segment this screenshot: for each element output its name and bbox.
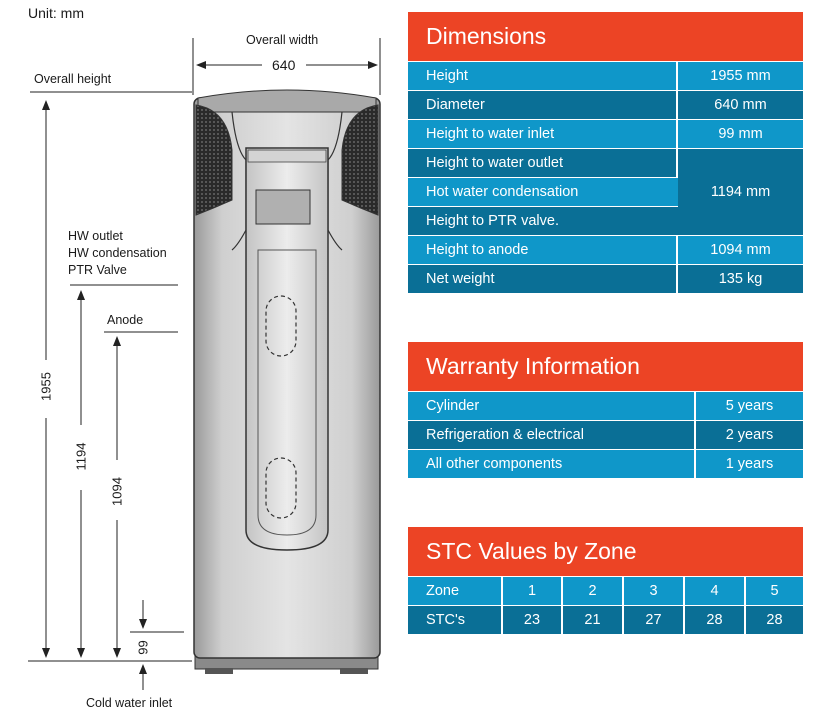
dimensions-panel: Dimensions Height 1955 mm Diameter 640 m… [408,12,803,293]
table-row: Diameter 640 mm [408,90,803,119]
zone-cell: 5 [746,576,803,605]
row-value: 1 years [696,449,803,478]
row-value: 1094 mm [678,235,803,264]
table-row: Net weight 135 kg [408,264,803,293]
table-row: Cylinder 5 years [408,391,803,420]
table-row: Height to water inlet 99 mm [408,119,803,148]
row-value: 99 mm [678,119,803,148]
table-row: Refrigeration & electrical 2 years [408,420,803,449]
table-row: Height 1955 mm [408,61,803,90]
row-value: 135 kg [678,264,803,293]
overall-height-label: Overall height [34,72,112,86]
heat-pump-drawing [28,38,381,690]
row-label: Diameter [408,90,678,119]
stc-cell: 27 [624,605,685,634]
stc-cell: 28 [685,605,746,634]
stc-header: STC's [408,605,503,634]
warranty-panel: Warranty Information Cylinder 5 years Re… [408,342,803,478]
height-1955-value: 1955 [36,368,56,405]
dimensions-title: Dimensions [408,12,803,61]
zone-cell: 3 [624,576,685,605]
stc-panel: STC Values by Zone Zone 1 2 3 4 5 STC's … [408,527,803,634]
dimensions-table: Height 1955 mm Diameter 640 mm Height to… [408,61,803,293]
row-label: Height to anode [408,235,678,264]
stc-cell: 28 [746,605,803,634]
overall-width-label: Overall width [246,33,319,47]
stc-title: STC Values by Zone [408,527,803,576]
height-1194-value: 1194 [71,438,91,475]
unit-label: Unit: mm [28,5,84,21]
table-row: STC's 23 21 27 28 28 [408,605,803,634]
ptr-valve-label: PTR Valve [68,263,127,277]
row-label: Refrigeration & electrical [408,420,696,449]
row-value: 1955 mm [678,61,803,90]
row-value: 2 years [696,420,803,449]
hw-condensation-label: HW condensation [68,246,167,260]
arrowheads [42,61,378,674]
zone-cell: 1 [503,576,563,605]
row-value: 5 years [696,391,803,420]
zone-header: Zone [408,576,503,605]
row-label: Height to water outlet [408,148,678,177]
stc-cell: 23 [503,605,563,634]
row-label: Cylinder [408,391,696,420]
heat-pump-unit [193,89,381,674]
row-label: Height to water inlet [408,119,678,148]
overall-width-value: 640 [272,57,296,73]
row-label: Height to PTR valve. [408,206,678,235]
row-label: Hot water condensation [408,177,678,206]
cold-water-inlet-label: Cold water inlet [86,696,173,710]
stc-cell: 21 [563,605,624,634]
row-value: 640 mm [678,90,803,119]
dimension-lines [28,38,381,690]
row-label: Height [408,61,678,90]
table-row: Zone 1 2 3 4 5 [408,576,803,605]
hw-outlet-label: HW outlet [68,229,123,243]
zone-cell: 2 [563,576,624,605]
anode-label: Anode [107,313,144,327]
height-99-value: 99 [133,635,153,660]
height-1094-value: 1094 [107,473,127,510]
row-label: All other components [408,449,696,478]
merged-row-value: 1194 mm [678,148,803,235]
warranty-title: Warranty Information [408,342,803,391]
heat-pump-diagram: Unit: mm Overall width 640 Overall heigh… [0,0,400,724]
table-row: All other components 1 years [408,449,803,478]
zone-cell: 4 [685,576,746,605]
row-label: Net weight [408,264,678,293]
stc-table: Zone 1 2 3 4 5 STC's 23 21 27 28 28 [408,576,803,634]
table-row: Height to water outlet 1194 mm [408,148,803,235]
warranty-table: Cylinder 5 years Refrigeration & electri… [408,391,803,478]
table-row: Height to anode 1094 mm [408,235,803,264]
